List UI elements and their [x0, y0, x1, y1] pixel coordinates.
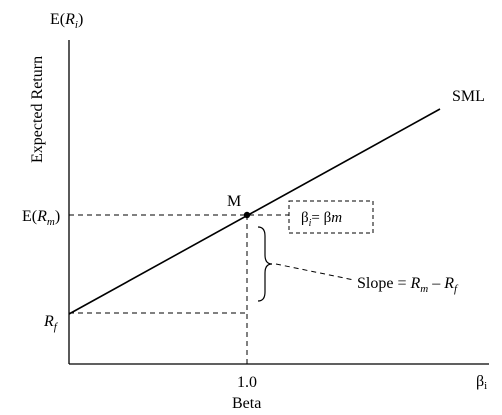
slope-brace — [257, 226, 273, 302]
market-point-label: M — [227, 193, 241, 210]
x-right-label: βi — [476, 373, 487, 392]
beta-box-text: βi= βm — [301, 210, 342, 229]
slope-connector — [275, 263, 355, 281]
erm-label: E(Rm) — [22, 208, 60, 228]
sml-line — [68, 108, 441, 315]
market-point — [243, 211, 251, 219]
y-top-label: E(Ri) — [50, 11, 83, 31]
x-tick-label: 1.0 — [237, 374, 257, 391]
slope-label: Slope = Rm – Rf — [357, 275, 459, 295]
rf-label: Rf — [43, 313, 59, 333]
y-axis-title: Expected Return — [29, 56, 46, 163]
beta-box — [288, 200, 374, 234]
x-axis-title: Beta — [232, 395, 261, 412]
sml-label: SML — [452, 88, 485, 105]
